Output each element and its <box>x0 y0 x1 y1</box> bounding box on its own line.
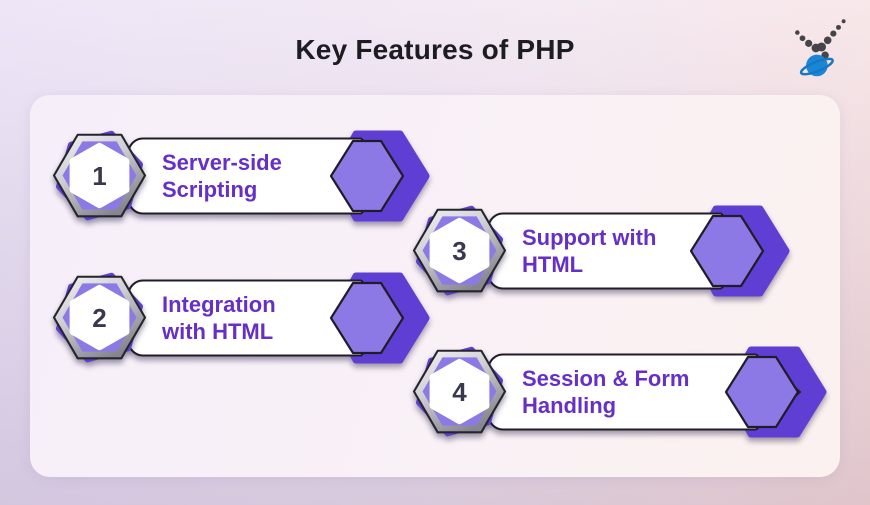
badge-white-hexagon <box>429 217 490 284</box>
feature-number: 4 <box>452 376 467 407</box>
pill-front-hexagon <box>329 139 405 213</box>
pill-shape <box>127 272 430 364</box>
feature-label: Integration with HTML <box>162 292 276 344</box>
pill-shape <box>487 346 827 438</box>
feature-item-1: Server-side Scripting 1 <box>52 127 438 225</box>
pill-front-hexagon <box>689 214 765 288</box>
page-title: Key Features of PHP <box>295 34 575 65</box>
badge-white-hexagon <box>69 142 130 209</box>
feature-item-4: Session & Form Handling 4 <box>412 343 832 441</box>
number-badge <box>412 346 507 438</box>
feature-number: 1 <box>92 160 107 191</box>
feature-item-2: Integration with HTML 2 <box>52 269 438 367</box>
pill-front-hexagon <box>724 355 800 429</box>
feature-label: Server-side Scripting <box>162 150 282 202</box>
pill-front-hexagon <box>329 281 405 355</box>
badge-white-hexagon <box>69 284 130 351</box>
pill-shape <box>487 205 790 297</box>
brand-logo-icon <box>795 19 846 77</box>
feature-number: 3 <box>452 235 467 266</box>
pill-shape <box>127 130 430 222</box>
number-badge <box>412 205 507 297</box>
badge-white-hexagon <box>429 358 490 425</box>
feature-number: 2 <box>92 302 107 333</box>
feature-label: Support with HTML <box>522 225 657 277</box>
number-badge <box>52 130 147 222</box>
feature-label: Session & Form Handling <box>522 366 690 418</box>
logo-planet-ring <box>799 57 834 76</box>
number-badge <box>52 272 147 364</box>
feature-item-3: Support with HTML 3 <box>412 202 798 300</box>
